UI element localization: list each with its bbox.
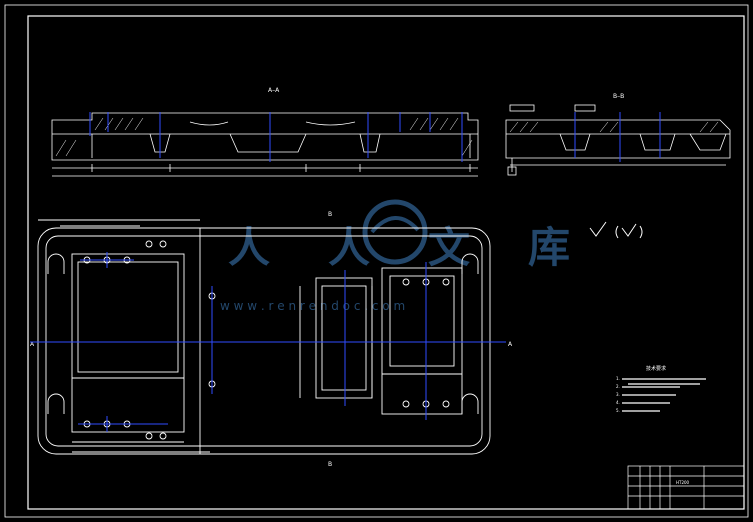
technical-notes-heading: 技术要求 — [646, 365, 666, 372]
section-aa-label: A–A — [268, 87, 280, 94]
sheet-frame — [4, 4, 749, 518]
technical-note-line: 5. — [616, 408, 620, 413]
technical-note-line: 2. — [616, 384, 620, 389]
technical-note-line: 3. — [616, 392, 620, 397]
roughness-symbol-group — [589, 221, 643, 239]
view-a-label-right: A — [508, 341, 513, 348]
title-block-material: HT200 — [676, 480, 690, 485]
section-bb-label: B–B — [613, 93, 624, 100]
view-b-centerlines — [30, 252, 506, 432]
watermark-url-text: w w w . r e n r e n d o c . c o m — [220, 299, 405, 313]
watermark-cn-text: 人人文库 — [228, 223, 628, 272]
technical-note-line: 4. — [616, 400, 620, 405]
roughness-symbol-icon — [589, 221, 607, 237]
watermark-logo-icon — [362, 199, 428, 265]
watermark: 人人文库 w w w . r e n r e n d o c . c o m — [220, 199, 628, 313]
view-a-label-left: A — [30, 341, 35, 348]
technical-notes: 技术要求 1. 2. 3. 4. 5. — [616, 365, 666, 413]
view-b-label-top: B — [328, 211, 332, 218]
technical-note-line: 1. — [616, 376, 620, 381]
title-block: HT200 — [627, 465, 745, 510]
view-b-label-bottom: B — [328, 461, 332, 468]
section-bb-centerlines — [574, 112, 661, 162]
roughness-symbol-bracketed-icon — [615, 223, 643, 239]
section-aa-centerlines — [89, 112, 463, 162]
technical-notes-text-strokes — [622, 378, 706, 412]
section-bb-view: B–B — [505, 93, 731, 176]
